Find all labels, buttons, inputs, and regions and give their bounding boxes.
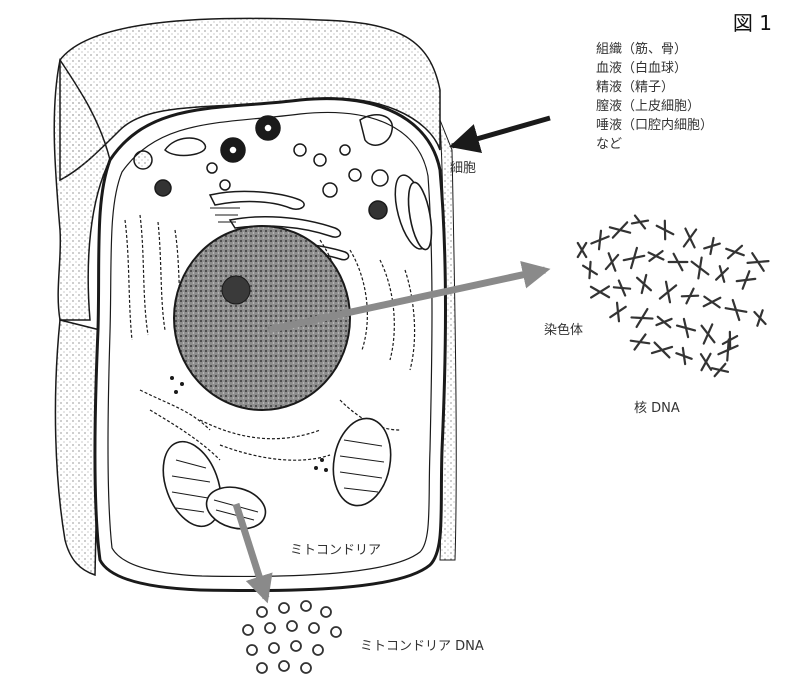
chromosome-arm — [716, 266, 728, 282]
chromosome-arm — [726, 300, 747, 320]
sample-source-list: 組織（筋、骨） 血液（白血球） 精液（精子） 膣液（上皮細胞） 唾液（口腔内細胞… — [596, 40, 713, 154]
mito-dna-ring — [279, 603, 289, 613]
chromosome-arm — [624, 248, 645, 268]
chromosome-arm — [737, 271, 756, 288]
mito-dna-ring — [257, 607, 267, 617]
nuclear-dna-label: 核 DNA — [634, 400, 680, 418]
chromosome-arm — [712, 364, 728, 376]
chromosome-arm — [692, 258, 709, 279]
mito-dna-ring — [243, 625, 253, 635]
source-item: 組織（筋、骨） — [596, 40, 713, 59]
mito-dna-ring — [309, 623, 319, 633]
cell-label: 細胞 — [450, 160, 476, 178]
chromosome-arm — [657, 221, 674, 240]
neighbor-cell-bottom-left — [55, 320, 100, 575]
source-item: など — [596, 135, 713, 154]
cell-pointer-arrow — [452, 118, 550, 146]
chromosome-arm — [656, 317, 671, 327]
mito-dna-ring — [265, 623, 275, 633]
figure-tag: 図 1 — [723, 8, 782, 38]
mito-dna-ring — [301, 601, 311, 611]
mito-dna-ring — [279, 661, 289, 671]
mito-dna-ring — [331, 627, 341, 637]
chromosome-arm — [677, 319, 695, 337]
source-item: 精液（精子） — [596, 78, 713, 97]
nucleolus — [222, 276, 250, 304]
chromosome-arm — [660, 282, 676, 303]
mitochondria-label: ミトコンドリア — [290, 542, 381, 560]
mito-dna-ring — [301, 663, 311, 673]
mito-dna-ring — [287, 621, 297, 631]
chromosome-cluster — [578, 216, 769, 377]
mito-dna-ring — [291, 641, 301, 651]
source-item: 膣液（上皮細胞） — [596, 97, 713, 116]
chromosome-arm — [583, 262, 597, 278]
mito-dna-ring — [313, 645, 323, 655]
chromosome-arm — [676, 348, 691, 364]
source-item: 唾液（口腔内細胞） — [596, 116, 713, 135]
chromosome-label: 染色体 — [544, 322, 583, 340]
mito-dna-label: ミトコンドリア DNA — [360, 638, 484, 656]
chromosome-arm — [652, 343, 672, 358]
mito-dna-rings — [243, 601, 341, 673]
mito-dna-ring — [257, 663, 267, 673]
chromosome-arm — [637, 275, 651, 293]
chromosome-arm — [682, 289, 698, 304]
source-item: 血液（白血球） — [596, 59, 713, 78]
chromosome-arm — [606, 253, 618, 270]
chromosome-arm — [610, 222, 630, 237]
chromosome-arm — [631, 334, 649, 349]
mito-dna-ring — [269, 643, 279, 653]
chromosome-arm — [632, 309, 653, 327]
mito-dna-ring — [321, 607, 331, 617]
mito-dna-ring — [247, 645, 257, 655]
